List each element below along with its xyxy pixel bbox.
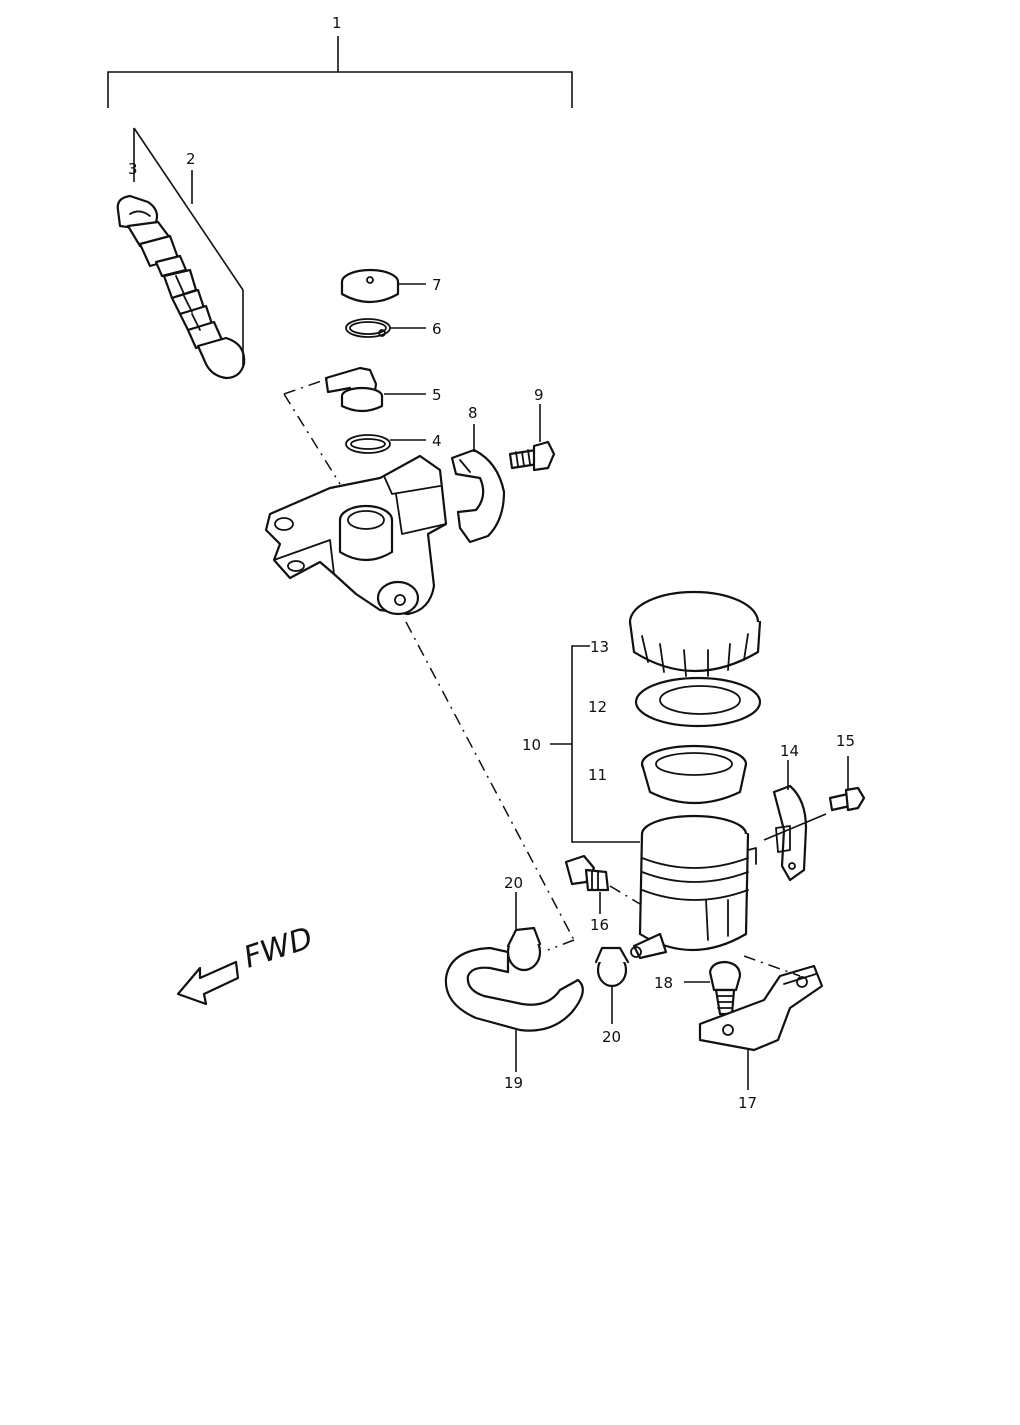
- part-17-bracket: [698, 955, 824, 1090]
- part-11-diaphragm: [640, 744, 748, 805]
- fwd-label: FWD: [240, 921, 317, 976]
- part-19-hose: [444, 946, 584, 1072]
- part-16-bolt: [564, 854, 641, 914]
- label-3: 3: [128, 160, 138, 178]
- part-5-connector: [324, 366, 426, 413]
- label-20a: 20: [504, 874, 523, 892]
- label-8: 8: [468, 404, 478, 422]
- part-9-bolt: [508, 404, 556, 472]
- leaders-2-3: [133, 127, 244, 368]
- part-15-screw: [828, 756, 866, 812]
- part-7-cap: [340, 268, 426, 304]
- label-2: 2: [186, 150, 196, 168]
- label-13: 13: [590, 638, 609, 656]
- label-5: 5: [432, 386, 442, 404]
- label-12: 12: [588, 698, 607, 716]
- label-15: 15: [836, 732, 855, 750]
- label-9: 9: [534, 386, 544, 404]
- label-17: 17: [738, 1094, 757, 1112]
- part-12-plate: [634, 676, 762, 728]
- label-18: 18: [654, 974, 673, 992]
- assembly-1-bracket: [107, 36, 573, 108]
- piston-assembly: [116, 194, 246, 380]
- part-8-holder: [450, 424, 506, 544]
- part-14-clamp: [763, 760, 827, 882]
- assembly-10-bracket: [571, 645, 640, 843]
- label-7: 7: [432, 276, 442, 294]
- part-20a-clip: [506, 892, 542, 972]
- reservoir-body: [630, 814, 757, 960]
- part-20b-clip: [594, 946, 630, 1024]
- label-4: 4: [432, 432, 442, 450]
- part-6-circlip: [345, 318, 426, 338]
- master-cylinder-body: [264, 454, 448, 616]
- label-6: 6: [432, 320, 442, 338]
- part-4-oring: [345, 434, 426, 454]
- label-16: 16: [590, 916, 609, 934]
- label-14: 14: [780, 742, 799, 760]
- fwd-arrow-icon: [176, 960, 240, 1006]
- label-1: 1: [332, 14, 342, 32]
- label-10: 10: [522, 736, 541, 754]
- label-19: 19: [504, 1074, 523, 1092]
- label-11: 11: [588, 766, 607, 784]
- label-20b: 20: [602, 1028, 621, 1046]
- part-13-reservoir-cap: [628, 590, 762, 677]
